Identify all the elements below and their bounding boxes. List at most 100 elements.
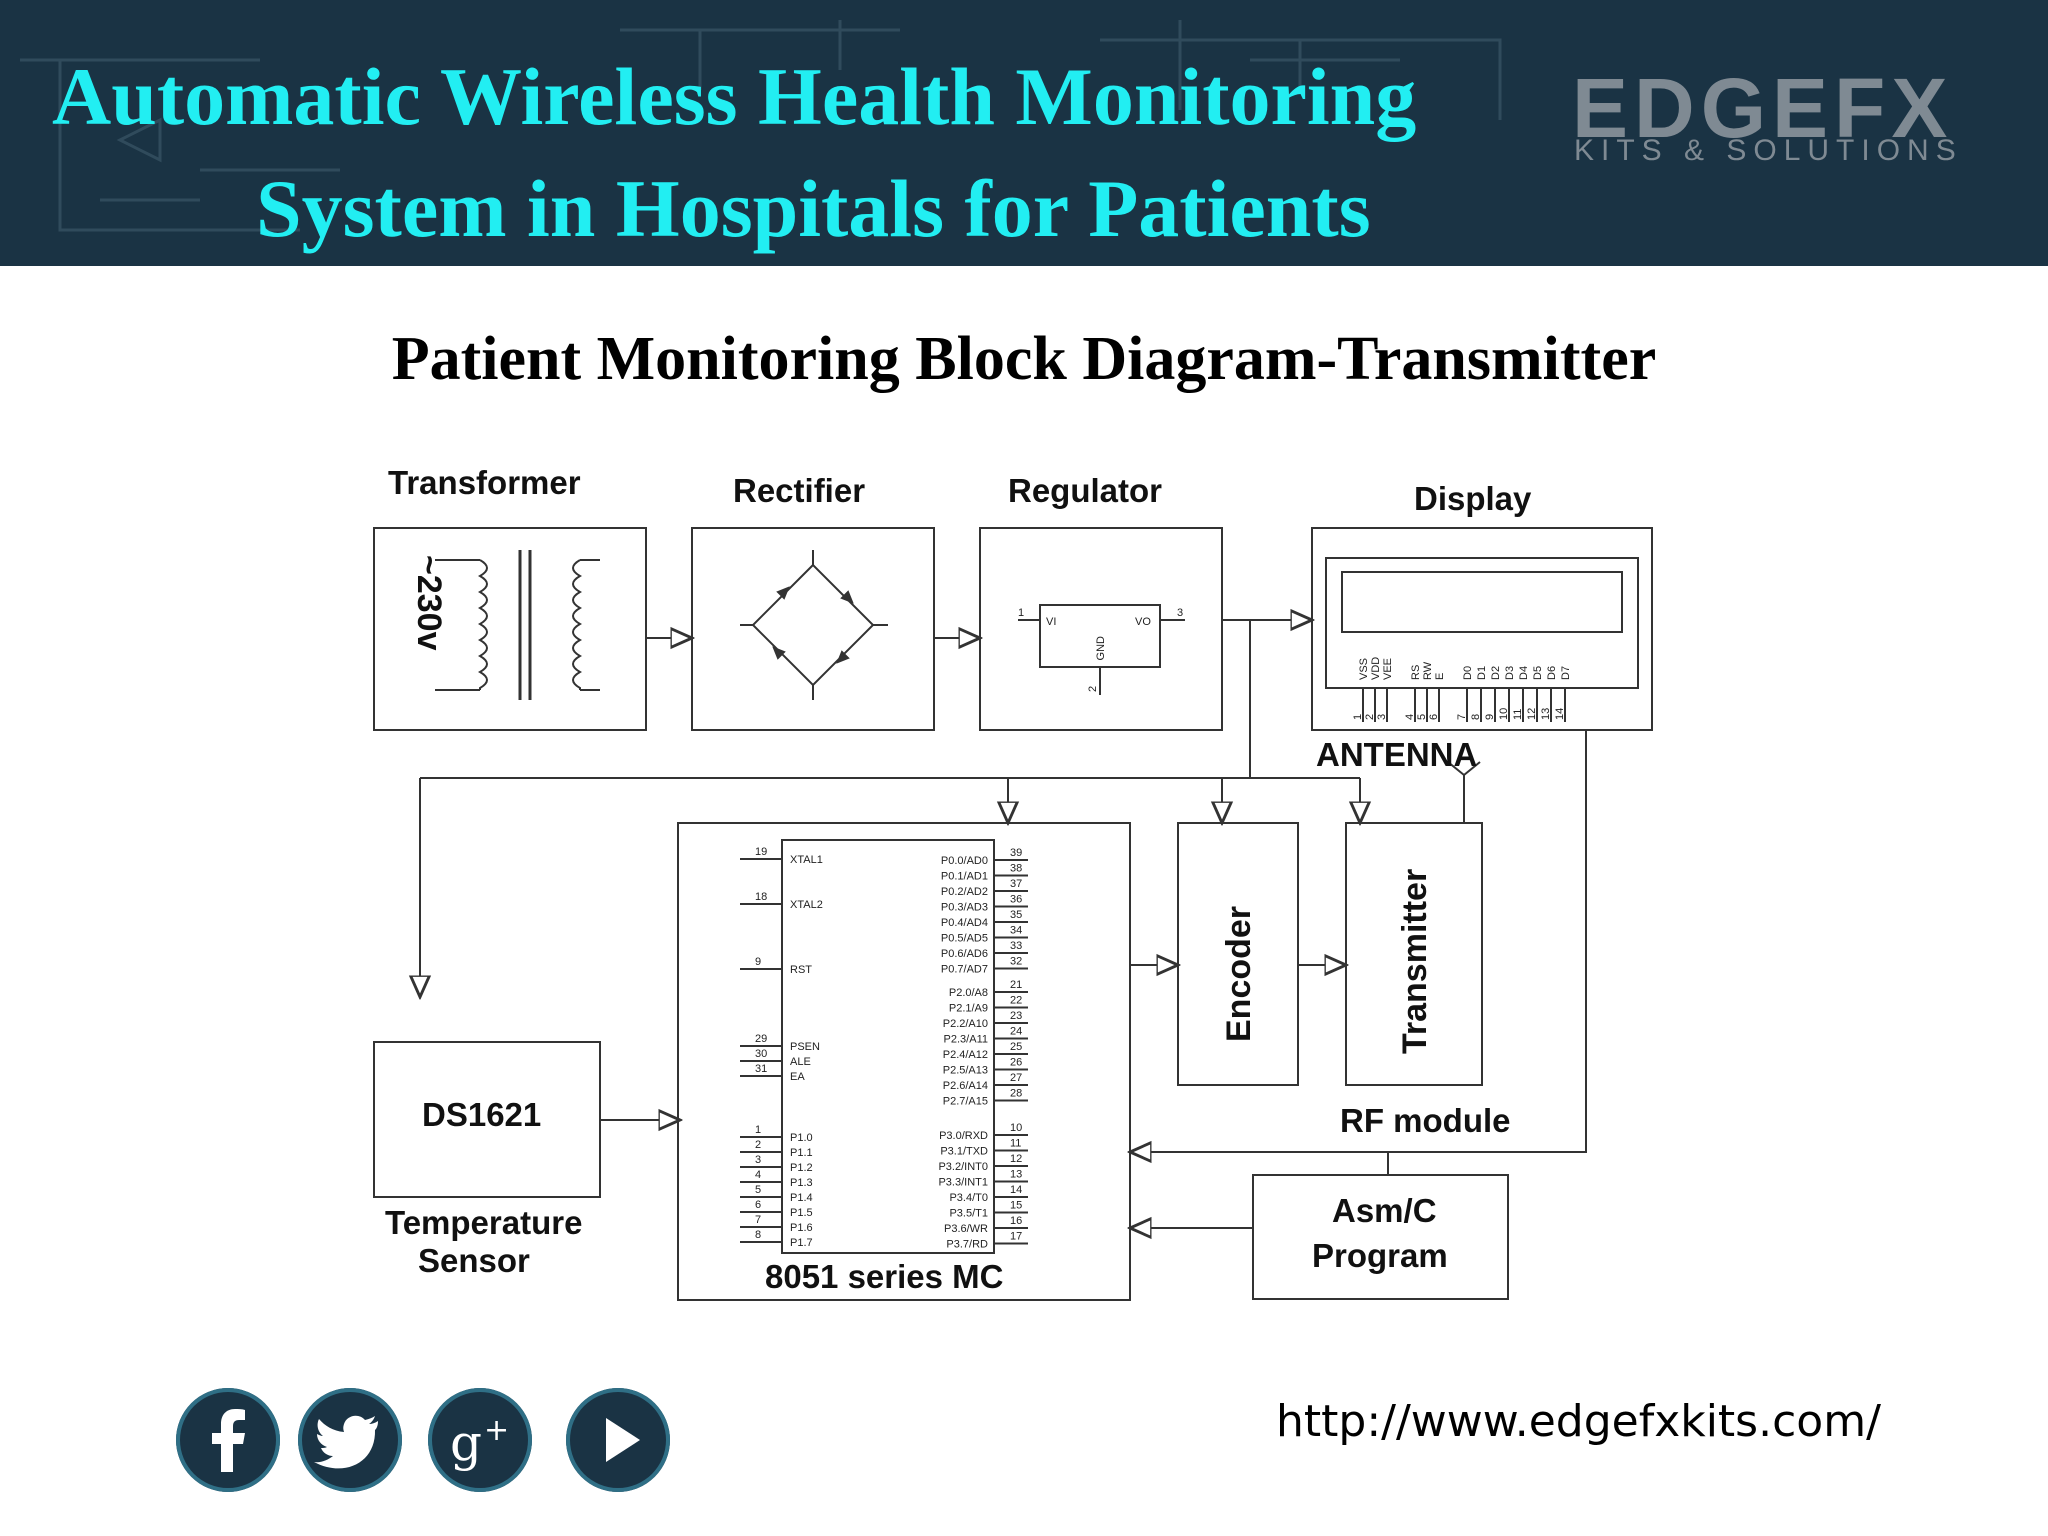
youtube-button[interactable] xyxy=(566,1388,670,1492)
regulator-pin-vi: VI xyxy=(1046,616,1056,628)
rectifier-label: Rectifier xyxy=(733,472,865,509)
mcu-pin-number: 22 xyxy=(1010,995,1022,1007)
mcu-pin-number: 5 xyxy=(755,1184,761,1196)
lcd-pin-label: D6 xyxy=(1546,666,1558,680)
regulator-pin-3: 3 xyxy=(1177,607,1183,619)
encoder-block xyxy=(1177,822,1299,1086)
mcu-pin-label: P3.3/INT1 xyxy=(938,1177,988,1189)
lcd-pin-label: VEE xyxy=(1382,658,1394,680)
lcd-pin-number: 7 xyxy=(1456,714,1468,720)
mcu-pin-number: 14 xyxy=(1010,1184,1022,1196)
mcu-pin-label: P1.6 xyxy=(790,1222,813,1234)
mcu-pin-labels: 19XTAL118XTAL29RST29PSEN30ALE31EA1P1.02P… xyxy=(755,846,1022,1251)
mcu-pin-number: 36 xyxy=(1010,894,1022,906)
lcd-pin-number: 12 xyxy=(1526,708,1538,720)
mcu-pin-label: P1.1 xyxy=(790,1147,813,1159)
mcu-pin-label: P1.3 xyxy=(790,1177,813,1189)
mcu-pin-number: 32 xyxy=(1010,956,1022,968)
antenna-label: ANTENNA xyxy=(1316,736,1477,773)
mcu-pin-label: XTAL1 xyxy=(790,854,823,866)
twitter-button[interactable] xyxy=(298,1388,402,1492)
mcu-pin-number: 37 xyxy=(1010,878,1022,890)
google-plus-icon: g + xyxy=(450,1413,509,1472)
display-label: Display xyxy=(1414,480,1532,517)
mcu-pin-label: P2.4/A12 xyxy=(943,1049,988,1061)
mcu-pin-number: 34 xyxy=(1010,925,1022,937)
mcu-pin-number: 19 xyxy=(755,846,767,858)
lcd-pin-label: D1 xyxy=(1476,666,1488,680)
mcu-pin-number: 6 xyxy=(755,1199,761,1211)
transformer-coil-icon xyxy=(435,550,600,700)
mcu-pin-number: 29 xyxy=(755,1033,767,1045)
mcu-pin-label: P1.5 xyxy=(790,1207,813,1219)
lcd-pin-lines xyxy=(1362,688,1566,722)
mcu-pin-label: P0.7/AD7 xyxy=(941,964,988,976)
regulator-pin-vo: VO xyxy=(1135,616,1151,628)
mcu-pin-number: 11 xyxy=(1010,1138,1021,1150)
website-url[interactable]: http://www.edgefxkits.com/ xyxy=(1276,1396,1881,1447)
mcu-pin-number: 7 xyxy=(755,1214,761,1226)
mcu-pin-number: 33 xyxy=(1010,940,1022,952)
regulator-pin-2: 2 xyxy=(1087,686,1099,692)
transmitter-label: Transmitter xyxy=(1396,869,1434,1054)
play-icon xyxy=(606,1418,640,1462)
program-label-line2: Program xyxy=(1312,1237,1448,1274)
mcu-pin-number: 25 xyxy=(1010,1041,1022,1053)
mcu-pin-label: P0.0/AD0 xyxy=(941,855,988,867)
lcd-pin-number: 6 xyxy=(1428,714,1440,720)
mcu-pin-label: XTAL2 xyxy=(790,899,823,911)
mcu-pin-number: 30 xyxy=(755,1048,767,1060)
regulator-pin-gnd: GND xyxy=(1095,636,1107,661)
mcu-pin-number: 27 xyxy=(1010,1072,1022,1084)
svg-text:+: + xyxy=(484,1413,509,1448)
lcd-pin-label: RW xyxy=(1422,661,1434,680)
temperature-sensor-block xyxy=(373,1041,601,1198)
lcd-pin-number: 1 xyxy=(1352,714,1364,720)
mcu-pin-number: 9 xyxy=(755,956,761,968)
lcd-pin-label: D3 xyxy=(1504,666,1516,680)
mcu-pin-label: P0.6/AD6 xyxy=(941,948,988,960)
circuit-background-decoration xyxy=(20,20,1502,232)
lcd-pin-label: VSS xyxy=(1358,658,1370,680)
lcd-pin-number: 4 xyxy=(1404,714,1416,720)
mcu-pin-label: P2.3/A11 xyxy=(944,1034,988,1046)
mcu-pin-number: 3 xyxy=(755,1154,761,1166)
mcu-pin-label: P0.5/AD5 xyxy=(941,933,988,945)
mcu-pin-number: 16 xyxy=(1010,1215,1022,1227)
mcu-pin-number: 18 xyxy=(755,891,767,903)
google-plus-button[interactable]: g + xyxy=(428,1388,532,1492)
lcd-pin-number: 9 xyxy=(1484,714,1496,720)
facebook-icon xyxy=(212,1409,245,1472)
mcu-pin-number: 2 xyxy=(755,1139,761,1151)
mcu-pin-number: 8 xyxy=(755,1229,761,1241)
mcu-pin-number: 10 xyxy=(1010,1122,1022,1134)
mcu-pin-label: P3.2/INT0 xyxy=(938,1161,988,1173)
lcd-pin-number: 11 xyxy=(1512,709,1524,720)
program-label-line1: Asm/C xyxy=(1332,1192,1437,1229)
lcd-pin-number: 2 xyxy=(1364,714,1376,720)
mcu-pin-lines xyxy=(740,858,1028,1245)
mcu-pin-number: 35 xyxy=(1010,909,1022,921)
regulator-ic-icon xyxy=(1018,604,1185,695)
mcu-pin-label: P2.5/A13 xyxy=(943,1065,988,1077)
mcu-pin-label: P2.2/A10 xyxy=(943,1018,988,1030)
mcu-pin-label: P3.4/T0 xyxy=(949,1192,988,1204)
mcu-pin-label: P1.2 xyxy=(790,1162,813,1174)
mcu-pin-number: 24 xyxy=(1010,1026,1022,1038)
mcu-pin-number: 28 xyxy=(1010,1088,1022,1100)
edgefx-logo: EDGEFX xyxy=(1572,61,1954,155)
mcu-pin-label: P2.0/A8 xyxy=(949,987,988,999)
mcu-pin-label: P0.2/AD2 xyxy=(941,886,988,898)
title-line-2: System in Hospitals for Patients xyxy=(256,163,1371,254)
mcu-pin-label: P1.7 xyxy=(790,1237,813,1249)
lcd-pin-number: 10 xyxy=(1498,708,1510,720)
regulator-label: Regulator xyxy=(1008,472,1162,509)
mcu-pin-label: P3.0/RXD xyxy=(939,1130,988,1142)
mcu-pin-number: 39 xyxy=(1010,847,1022,859)
mcu-pin-label: PSEN xyxy=(790,1041,820,1053)
title-line-1: Automatic Wireless Health Monitoring xyxy=(52,51,1417,142)
mcu-pin-number: 12 xyxy=(1010,1153,1022,1165)
mcu-pin-number: 17 xyxy=(1010,1231,1022,1243)
facebook-button[interactable] xyxy=(176,1388,280,1492)
mcu-pin-label: EA xyxy=(790,1071,805,1083)
